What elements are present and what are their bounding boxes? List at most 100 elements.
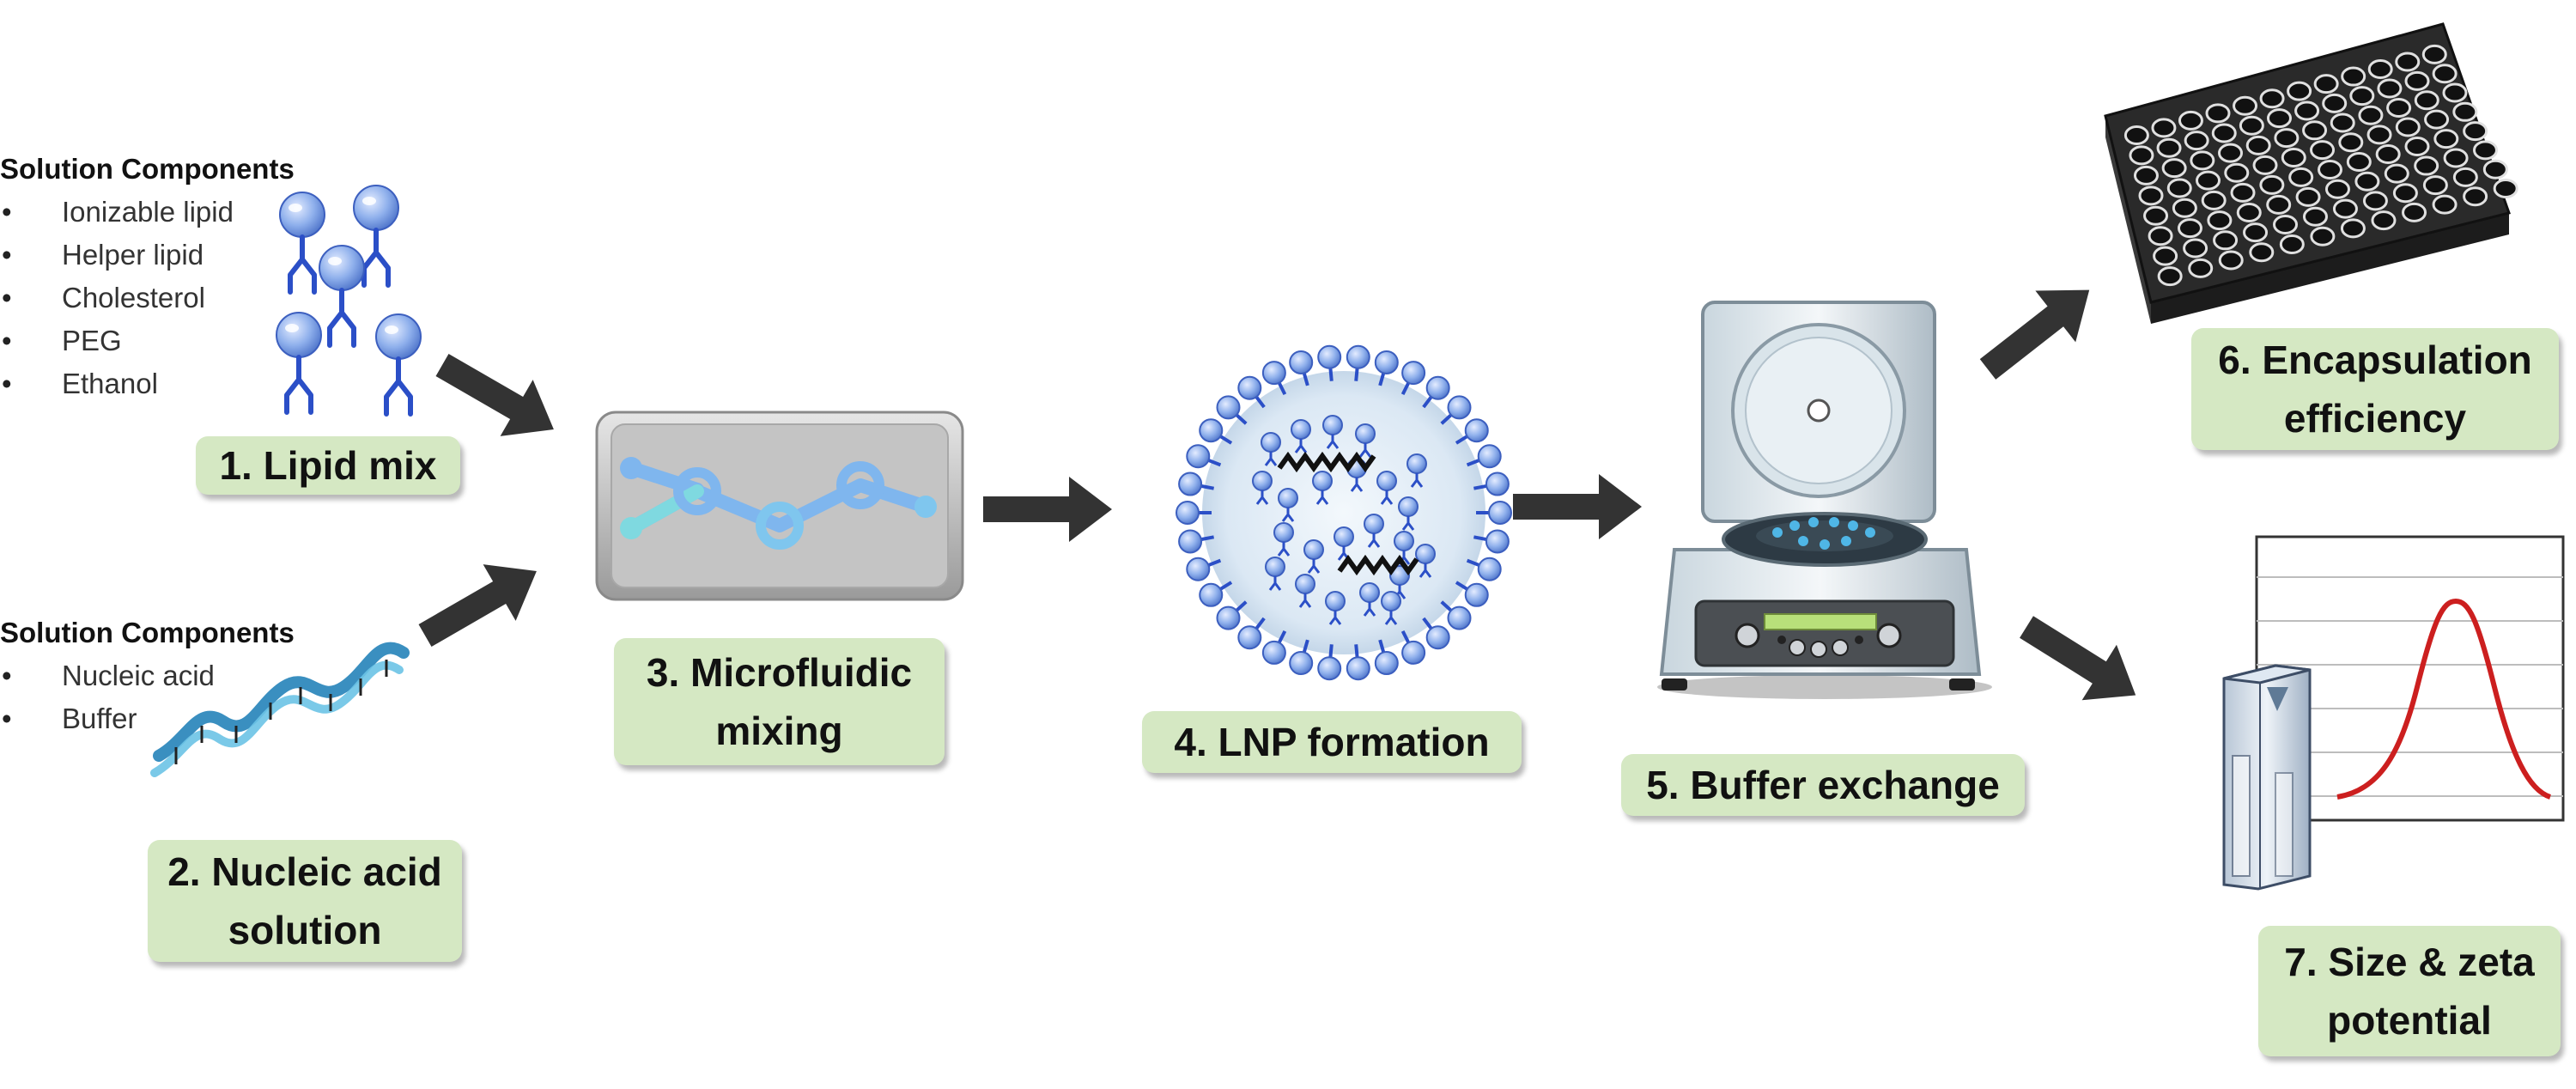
step-6-label: 6. Encapsulation efficiency [2191, 328, 2559, 450]
lnp-lipid-head [1477, 444, 1502, 469]
plate-well [2157, 266, 2183, 287]
plate-well [2358, 105, 2384, 125]
step-2-label: 2. Nucleic acid solution [148, 840, 462, 962]
plate-well [2211, 123, 2237, 143]
plate-well [2178, 110, 2203, 131]
step-4-text: 4. LNP formation [1174, 720, 1490, 764]
plate-well [2442, 82, 2468, 103]
lnp-lipid-head [1401, 640, 1426, 665]
lnp-inner-lipid [1265, 557, 1285, 577]
lnp-inner-lipid [1376, 471, 1397, 491]
lnp-lipid-head [1464, 418, 1489, 443]
step-3-text-line1: 3. Microfluidic [646, 650, 913, 695]
plate-well [2310, 140, 2336, 161]
step-5-text: 5. Buffer exchange [1646, 763, 2000, 807]
step-7-text-line2: potential [2327, 998, 2492, 1043]
plate-well [2233, 95, 2258, 116]
plate-well [2266, 194, 2292, 215]
lnp-lipid-head [1425, 625, 1450, 650]
step-3-text-line2: mixing [715, 709, 843, 753]
lnp-inner-lipid-tail [1328, 611, 1342, 625]
step-6-text-line1: 6. Encapsulation [2218, 338, 2532, 382]
plate-well [2218, 250, 2244, 271]
lnp-inner-lipid-tail [1294, 439, 1308, 453]
lnp-lipid-head [1447, 395, 1472, 420]
lipid-component-item: Ethanol [0, 362, 295, 405]
lnp-inner-lipid-tail [1384, 611, 1398, 625]
plate-well [2188, 258, 2214, 278]
plate-well [2395, 117, 2421, 137]
plate-well [2422, 175, 2448, 196]
plate-well [2218, 143, 2244, 163]
lnp-inner-lipid [1252, 471, 1273, 491]
plate-well [2432, 194, 2458, 215]
plate-well [2184, 131, 2209, 151]
plate-well [2288, 167, 2314, 187]
lnp-lipid-head [1477, 557, 1502, 581]
lnp-inner-lipid [1359, 582, 1380, 603]
lipid-components-title: Solution Components [0, 153, 295, 185]
lnp-lipid-head [1178, 529, 1203, 554]
step-2-text-line1: 2. Nucleic acid [167, 849, 442, 894]
lnp-lipid-head [1485, 529, 1510, 554]
lnp-inner-lipid-tail [1358, 443, 1372, 458]
plate-well [2196, 170, 2221, 191]
lnp-inner-lipid [1278, 488, 1298, 508]
lnp-lipid-head [1261, 361, 1286, 386]
plate-well [2452, 101, 2478, 122]
plate-well [2239, 115, 2264, 136]
lnp-lipid-head [1401, 361, 1426, 386]
step-7-text-line1: 7. Size & zeta [2284, 940, 2535, 984]
lnp-lipid-head [1186, 557, 1211, 581]
plate-well [2332, 198, 2358, 219]
plate-well [2330, 113, 2355, 133]
plate-well [2341, 66, 2366, 87]
lnp-lipid-head [1289, 350, 1314, 374]
lnp-inner-lipid-tail [1410, 473, 1424, 488]
lnp-lipid-head [1216, 395, 1241, 420]
lnp-lipid-head [1346, 656, 1370, 681]
nucleic-component-item: Buffer [0, 697, 295, 740]
lnp-inner-lipid-tail [1367, 533, 1381, 548]
plate-well [2133, 165, 2159, 186]
lnp-inner-lipid-tail [1419, 563, 1432, 578]
lipid-component-item: PEG [0, 319, 295, 362]
lnp-lipid-head [1178, 471, 1203, 496]
arrow-lnp-to-centrifuge [1513, 474, 1642, 539]
lnp-lipid-head [1374, 651, 1399, 676]
lnp-inner-lipid [1322, 415, 1343, 435]
plate-well [2143, 205, 2169, 226]
lnp-inner-lipid-tail [1363, 602, 1376, 617]
lnp-lipid-head [1464, 582, 1489, 607]
lnp-inner-lipid [1273, 522, 1294, 543]
lipid-components-list: Solution Components Ionizable lipid Help… [0, 148, 295, 405]
lnp-inner-lipid [1355, 423, 1376, 444]
lnp-lipid-head [1488, 501, 1512, 525]
lnp-inner-lipid [1394, 531, 1414, 551]
lnp-lipid-head [1261, 640, 1286, 665]
plate-well [2354, 171, 2380, 192]
plate-well [2414, 155, 2439, 176]
plate-well [2377, 78, 2403, 99]
plate-well [2183, 238, 2208, 259]
plate-well [2138, 186, 2164, 206]
lnp-inner-lipid [1381, 591, 1401, 611]
nucleic-components-list: Solution Components Nucleic acid Buffer [0, 611, 295, 740]
lnp-lipid-head [1237, 375, 1262, 400]
lnp-lipid-head [1237, 625, 1262, 650]
nucleic-component-item: Nucleic acid [0, 654, 295, 697]
step-7-label: 7. Size & zeta potential [2258, 926, 2561, 1056]
step-6-text-line2: efficiency [2283, 396, 2467, 441]
arrow-centrifuge-to-plate [1967, 264, 2110, 395]
lnp-lipid-head [1317, 656, 1342, 681]
plate-well [2482, 159, 2508, 179]
plate-well [2367, 59, 2393, 80]
step-2-text-line2: solution [228, 908, 382, 952]
lnp-lipid-head [1447, 605, 1472, 630]
plate-well [2349, 86, 2375, 106]
plate-well [2371, 210, 2397, 231]
plate-well [2302, 206, 2328, 227]
lnp-inner-lipid-tail [1281, 508, 1295, 522]
lnp-inner-lipid-tail [1298, 593, 1312, 608]
